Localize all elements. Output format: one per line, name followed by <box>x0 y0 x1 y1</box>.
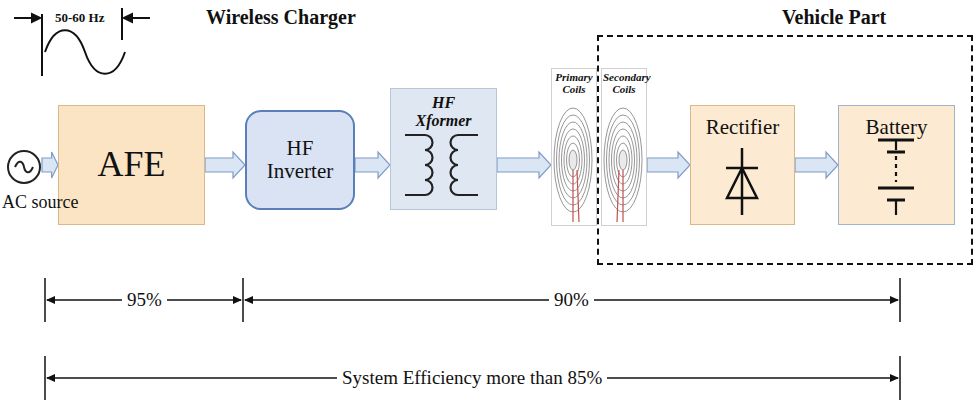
frequency-label: 50-60 Hz <box>55 11 104 25</box>
coil-panel: Primary Coils <box>551 68 597 226</box>
primary-coil-drawing <box>554 108 592 222</box>
transformer-box: HF Xformer <box>390 88 497 210</box>
process-box: AFE <box>58 105 205 225</box>
transformer-symbol <box>405 135 478 195</box>
node-label: Battery <box>866 116 928 139</box>
node-label: Primary Coils <box>553 71 595 95</box>
block-arrow <box>647 152 690 178</box>
vehicle-region: Vehicle PartSecondary CoilsRectifierBatt… <box>597 35 973 265</box>
node-label: Vehicle Part <box>782 6 886 28</box>
node-label: HF Inverter <box>260 137 340 183</box>
process-box: HF Inverter <box>245 110 355 210</box>
secondary-coil-drawing <box>604 108 642 222</box>
block-arrow <box>205 152 245 178</box>
node-label: AFE <box>97 145 165 185</box>
coil-panel: Secondary Coils <box>601 68 647 226</box>
efficiency-label: System Efficiency more than 85% <box>337 368 607 389</box>
dimension-lines <box>45 278 900 400</box>
circle-outline <box>6 149 42 185</box>
node-label: Secondary Coils <box>603 71 645 95</box>
section-heading: Wireless Charger <box>206 6 356 28</box>
block-arrow <box>497 152 551 178</box>
battery-symbol <box>878 140 914 215</box>
node-label: AC source <box>2 193 78 213</box>
sine-inset <box>14 8 150 76</box>
block-arrow <box>42 152 58 178</box>
source-circle: AC source <box>6 149 42 185</box>
block-arrow <box>355 152 390 178</box>
node-label: Rectifier <box>706 116 779 139</box>
diode-symbol <box>726 148 758 215</box>
node-label: HF Xformer <box>409 94 479 129</box>
efficiency-label: 95% <box>122 290 167 311</box>
block-arrow <box>795 152 838 178</box>
efficiency-label: 90% <box>549 290 594 311</box>
